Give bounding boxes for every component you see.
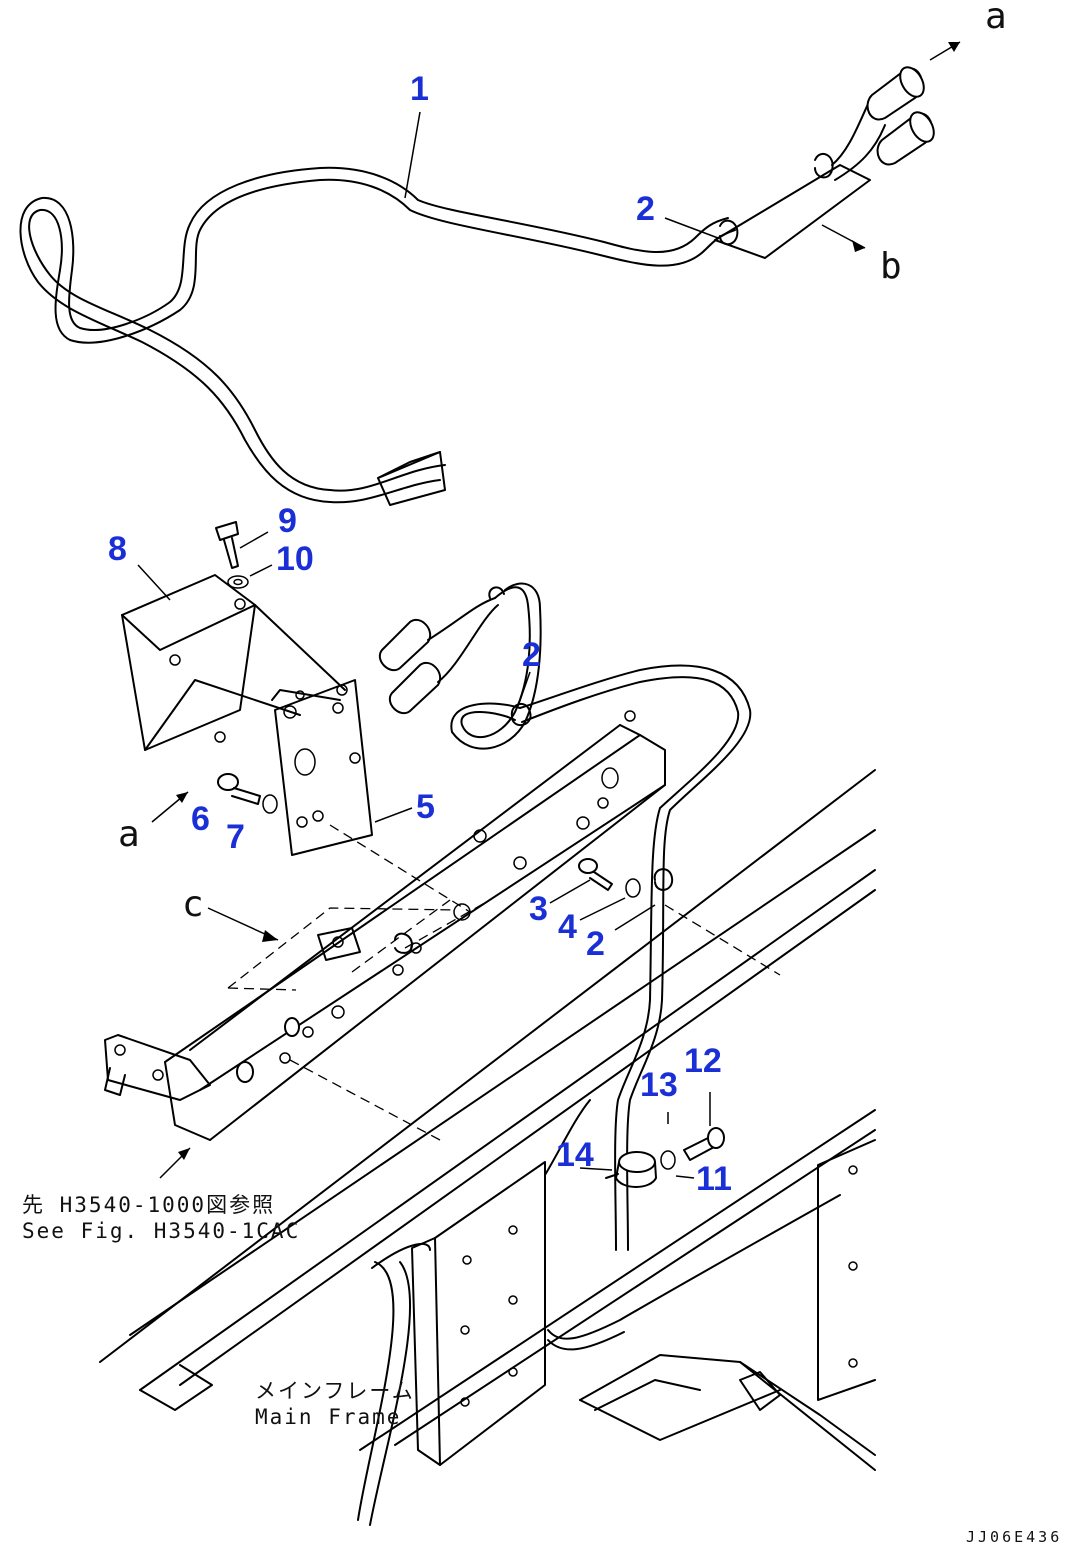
note-main-frame-en: Main Frame xyxy=(255,1405,401,1429)
label-part-2-lower: 2 xyxy=(586,925,605,963)
label-part-3: 3 xyxy=(529,890,548,928)
ref-letter-c-left: c xyxy=(182,884,204,925)
label-part-13: 13 xyxy=(640,1066,678,1104)
mounting-plane-c xyxy=(227,824,781,1141)
label-part-2-mid: 2 xyxy=(522,636,541,674)
label-part-6: 6 xyxy=(191,800,210,838)
wiring-harness-1 xyxy=(19,66,935,506)
label-part-5: 5 xyxy=(416,788,435,826)
ref-letter-a-left: a xyxy=(118,814,140,855)
label-part-9: 9 xyxy=(278,502,297,540)
washer-4 xyxy=(625,878,641,898)
note-see-fig-jp: 先 H3540-1000図参照 xyxy=(22,1193,275,1217)
note-see-fig-en: See Fig. H3540-1CAC xyxy=(22,1219,300,1243)
bolt-9 xyxy=(215,521,239,569)
label-part-2-top: 2 xyxy=(636,190,655,228)
washer-11 xyxy=(660,1150,676,1170)
label-part-4: 4 xyxy=(558,908,577,946)
bolt-6 xyxy=(217,773,261,805)
plate-5 xyxy=(271,679,373,856)
clamp-13 xyxy=(605,1151,657,1188)
arrow-a-left xyxy=(151,791,189,823)
cover-8 xyxy=(121,574,348,751)
note-main-frame-jp: メインフレーム xyxy=(255,1379,415,1403)
label-part-7: 7 xyxy=(226,818,245,856)
washer-10 xyxy=(227,575,249,589)
label-part-1: 1 xyxy=(410,70,429,108)
washer-7 xyxy=(262,794,278,814)
bolt-3 xyxy=(578,858,613,891)
channel-bracket xyxy=(104,710,666,1141)
ref-letter-a-top: a xyxy=(985,0,1007,37)
drawing-number: JJ06E436 xyxy=(966,1528,1062,1546)
ref-letter-b-top: b xyxy=(880,246,902,287)
arrow-b-top xyxy=(821,224,866,252)
bolt-12 xyxy=(683,1127,725,1161)
wiring-harness-2 xyxy=(379,582,752,1251)
label-part-12: 12 xyxy=(684,1042,722,1080)
arrow-a-top xyxy=(929,41,961,61)
arrow-c-left xyxy=(207,907,279,942)
main-frame xyxy=(99,769,876,1526)
arrow-see-fig xyxy=(159,1147,191,1179)
label-part-14: 14 xyxy=(556,1136,594,1174)
label-part-10: 10 xyxy=(276,540,314,578)
label-part-11: 11 xyxy=(696,1160,732,1198)
label-part-8: 8 xyxy=(108,530,127,568)
